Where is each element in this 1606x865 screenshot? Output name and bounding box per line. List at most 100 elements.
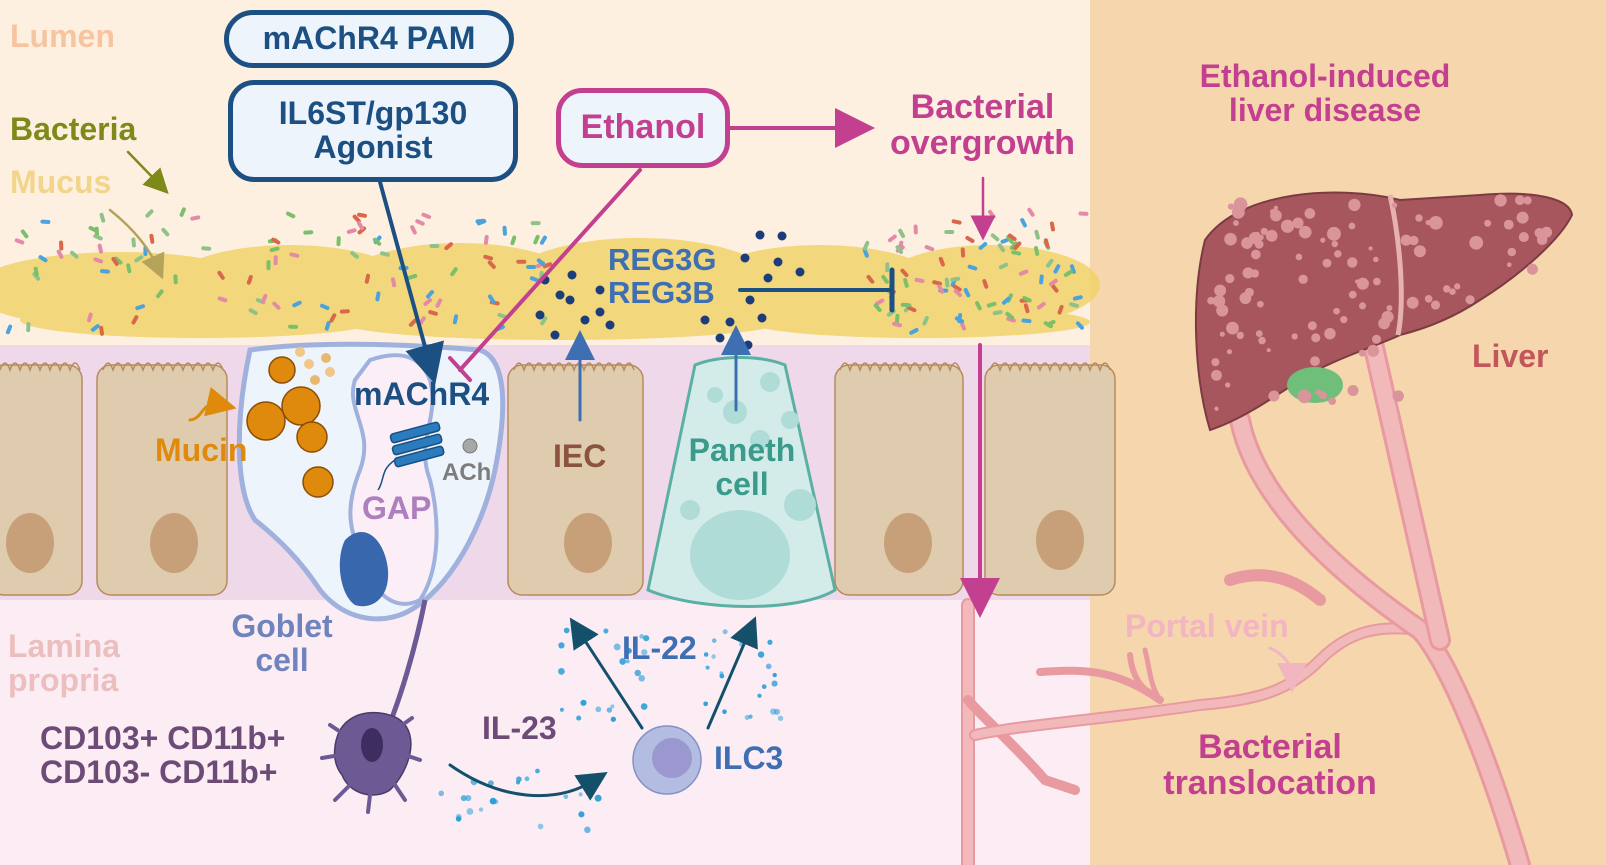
bacterium [339,309,350,314]
mucus-legend-label: Mucus [10,164,112,200]
liver-nodule [1280,219,1295,233]
bacterium [364,273,371,284]
bacterium [898,228,906,239]
ethanol-inhibition-line [458,168,642,372]
il6st-agonist-box[interactable]: IL6ST/gp130 Agonist [228,80,518,182]
paneth-line2: cell [715,465,769,502]
liver-nodule [1265,229,1278,242]
cytokine-particle [767,639,773,645]
bacterium [352,214,361,223]
bacterium [100,269,110,274]
bacterium [1053,264,1061,274]
liver-nodule [1541,226,1553,238]
liver-nodule [1334,250,1342,258]
cytokine-particle [625,659,630,664]
machr4-pam-box[interactable]: mAChR4 PAM [224,10,514,68]
ethanol-box[interactable]: Ethanol [556,88,730,168]
cytokine-particle [773,708,781,715]
bacterium [126,263,132,274]
cytokine-particle [757,693,762,698]
cytokine-particle [580,699,587,706]
liver-nodule [1250,269,1260,278]
cytokine-particle [595,706,602,713]
bacterium [1013,241,1022,251]
bacterium [324,320,331,331]
bacterium [944,230,955,235]
bacterium [421,212,432,219]
bacterium [450,267,458,277]
bacterium [201,246,212,251]
bacterium [266,260,271,271]
bacterium [190,215,201,221]
paneth-cell [646,356,837,608]
mucus-layer [0,238,1100,340]
bacterium [1043,321,1053,329]
bacterium [336,236,341,247]
liver-nodule [1503,219,1514,230]
bacterium [111,257,119,266]
bacterium [246,275,253,285]
bacterium [998,262,1009,270]
bacterial-translocation-label: Bacterial translocation [1145,728,1395,802]
bacterium [131,315,139,325]
bacterium [5,324,13,335]
bacterium [483,234,489,245]
bacterium [944,277,950,288]
bacterium [913,224,918,235]
cytokine-particle [641,649,648,656]
reg3-peptide [605,320,615,330]
bacterium [88,225,98,233]
bacterium [292,300,302,308]
intestinal-epithelial-cells [0,364,1116,596]
bacterium [1027,207,1035,217]
bacterium [261,293,268,304]
ilc3-cell [632,725,702,795]
translocation-line2: translocation [1163,763,1377,802]
liver-nodule [1266,348,1271,353]
bacterium [938,256,945,267]
acetylcholine-icon [462,438,478,454]
liver-nodule [1331,240,1338,248]
machr4-label: mAChR4 [354,376,490,412]
cytokine-particle [603,628,609,634]
cytokine-particle [777,715,784,721]
iec-nuclei [6,510,1084,573]
bacterium [217,270,225,280]
bacterium [866,274,875,284]
bacterium [862,240,870,251]
cytokine-particle [478,807,484,812]
cytokine-particle [610,704,615,709]
cytokine-particle [535,768,540,774]
liver-nodule [1268,390,1280,402]
ilc3-label: ILC3 [714,740,784,776]
portal-vein [961,319,1531,865]
bacterium [390,277,397,288]
liver-nodule [1415,214,1423,222]
bacterium [407,273,418,280]
liver-nodule [1356,277,1369,290]
liver-nodule [1507,247,1517,257]
liver-nodule [1378,317,1390,330]
bacterium [423,298,433,307]
machr4-receptor-icon [377,421,445,491]
bacterium [134,255,144,263]
bacterium [135,304,145,311]
cytokine-particle [703,652,709,657]
reg3-peptide [743,340,753,350]
bacterium [530,221,541,226]
cytokine-particle [524,776,530,782]
bacterium [895,245,904,255]
bacterium [271,237,281,245]
liver-nodule [1298,225,1312,239]
liver-nodule [1257,300,1264,308]
bacterium [1049,278,1058,287]
reg3-label: REG3G REG3B [608,243,717,309]
cytokine-particle [584,826,591,834]
bacterium [997,243,1006,253]
overgrowth-line2: overgrowth [889,123,1076,162]
translocation-line1: Bacterial [1198,728,1342,766]
mucin-label: Mucin [155,432,248,468]
liver-nodule [1443,285,1451,293]
liver-nodule [1214,406,1219,411]
